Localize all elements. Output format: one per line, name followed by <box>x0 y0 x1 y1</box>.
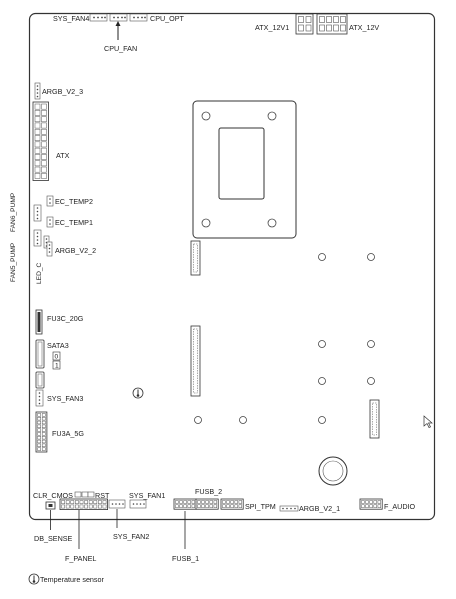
legend-temperature-sensor-icon <box>28 573 40 585</box>
f-panel-header <box>59 498 108 511</box>
sys-fan1-label: SYS_FAN1 <box>129 491 165 500</box>
cmos-battery <box>318 456 348 486</box>
argb-v2-1-label: ARGB_V2_1 <box>299 504 340 513</box>
temperature-sensor-icon <box>132 387 144 399</box>
argb-v2-2-label: ARGB_V2_2 <box>55 246 96 255</box>
atx-12v-connector <box>316 13 348 35</box>
cursor-icon <box>423 415 433 428</box>
atx-24pin-connector <box>32 101 49 181</box>
legend-temperature-sensor-label: Temperature sensor <box>40 575 105 584</box>
fan6-pump-label: FAN6_PUMP <box>10 192 17 232</box>
ec-temp1-label: EC_TEMP1 <box>55 218 93 227</box>
sys-fan3-label: SYS_FAN3 <box>47 394 83 403</box>
f-audio-label: F_AUDIO <box>384 502 416 511</box>
argb-v2-3-header <box>34 82 41 100</box>
sys-fan2-header <box>108 499 126 509</box>
fusb-1-label: FUSB_1 <box>172 554 199 563</box>
f-audio-header <box>359 498 383 510</box>
mounting-holes <box>194 253 375 424</box>
fu3c-20g-label: FU3C_20G <box>47 314 84 323</box>
spi-tpm-header <box>220 498 244 510</box>
sys-fan4-header <box>89 13 108 22</box>
sata3-port1-label: 1 <box>55 363 59 370</box>
sys-fan4-label: SYS_FAN4 <box>53 14 89 23</box>
atx-label: ATX <box>56 151 70 160</box>
m2-slots <box>190 240 380 439</box>
fu3a-5g-label: FU3A_5G <box>52 429 84 438</box>
cpu-fan-header <box>109 13 128 22</box>
sys-fan3-header <box>35 389 44 407</box>
rst-label: RST <box>95 491 110 500</box>
argb-v2-3-label: ARGB_V2_3 <box>42 87 83 96</box>
fu3a-5g-connector <box>35 411 48 453</box>
fusb-2-header <box>195 498 219 510</box>
ec-temp2-label: EC_TEMP2 <box>55 197 93 206</box>
db-sense-label: DB_SENSE <box>34 534 73 543</box>
atx-12v-label: ATX_12V <box>349 23 379 32</box>
f-panel-label: F_PANEL <box>65 554 96 563</box>
rst-jumper <box>87 491 95 498</box>
atx-12v1-label: ATX_12V1 <box>255 23 289 32</box>
fu3c-20g-connector <box>35 309 43 335</box>
sata3-label: SATA3 <box>47 341 69 350</box>
sys-fan1-header <box>129 499 147 509</box>
fusb-2-label: FUSB_2 <box>195 487 222 496</box>
fusb-1-header <box>173 498 197 510</box>
ec-temp1-header <box>46 216 54 228</box>
ec-temp2-header <box>46 195 54 207</box>
clr-cmos-label: CLR_CMOS <box>33 491 73 500</box>
sata3-port0-label: 0 <box>55 354 59 361</box>
cpu-socket <box>192 100 297 239</box>
fan5-pump-header <box>33 229 42 247</box>
led-c-label: LED_C <box>36 263 43 284</box>
sata3-connector <box>35 339 45 389</box>
db-sense-header <box>45 501 56 510</box>
sata3-port-numbers: 0 1 <box>52 351 61 370</box>
fan6-pump-header <box>33 204 42 222</box>
cpu-fan-label: CPU_FAN <box>104 44 137 53</box>
spi-tpm-label: SPI_TPM <box>245 502 276 511</box>
argb-v2-2-header <box>46 241 53 257</box>
fan5-pump-label: FAN5_PUMP <box>10 242 17 282</box>
argb-v2-1-header <box>279 505 299 512</box>
atx-12v1-connector <box>295 13 314 35</box>
sys-fan2-label: SYS_FAN2 <box>113 532 149 541</box>
board-outline <box>28 12 436 521</box>
cpu-opt-header <box>129 13 148 22</box>
cpu-opt-label: CPU_OPT <box>150 14 185 23</box>
